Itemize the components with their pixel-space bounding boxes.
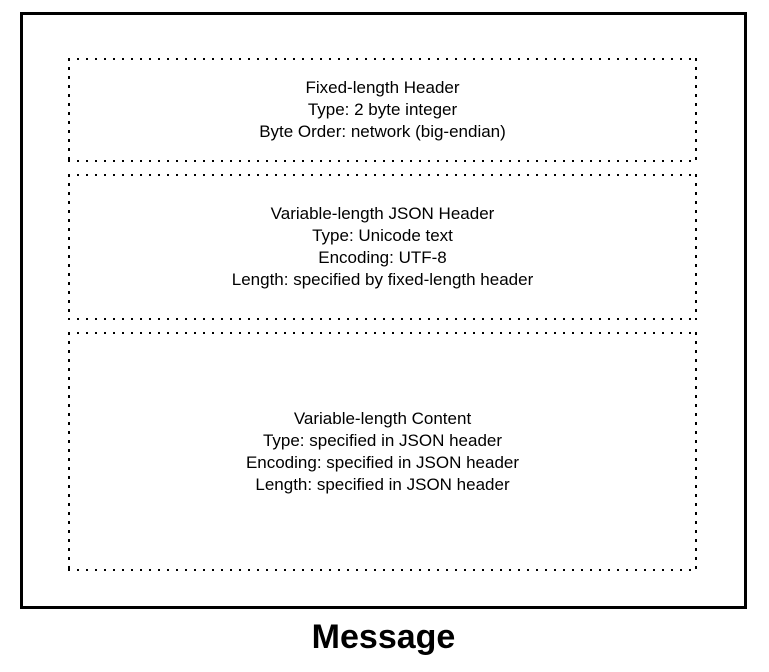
section-detail-encoding: Encoding: specified in JSON header: [245, 452, 520, 472]
section-fixed-length-header: Fixed-length Header Type: 2 byte integer…: [68, 58, 697, 162]
section-detail-byte-order: Byte Order: network (big-endian): [259, 122, 506, 141]
section-title: Fixed-length Header: [305, 78, 460, 97]
section-title: Variable-length JSON Header: [270, 204, 495, 223]
section-title: Variable-length Content: [293, 408, 472, 428]
section-detail-encoding: Encoding: UTF-8: [318, 248, 447, 267]
section-detail-type: Type: Unicode text: [312, 226, 453, 245]
section-variable-length-json-header: Variable-length JSON Header Type: Unicod…: [68, 174, 697, 320]
section-detail-type: Type: 2 byte integer: [307, 100, 458, 119]
section-detail-length: Length: specified in JSON header: [255, 474, 510, 494]
message-outer-box: Fixed-length Header Type: 2 byte integer…: [20, 12, 747, 609]
section-detail-length: Length: specified by fixed-length header: [231, 270, 534, 289]
diagram-caption: Message: [311, 618, 456, 656]
section-detail-type: Type: specified in JSON header: [262, 430, 503, 450]
section-variable-length-content: Variable-length Content Type: specified …: [68, 332, 697, 571]
